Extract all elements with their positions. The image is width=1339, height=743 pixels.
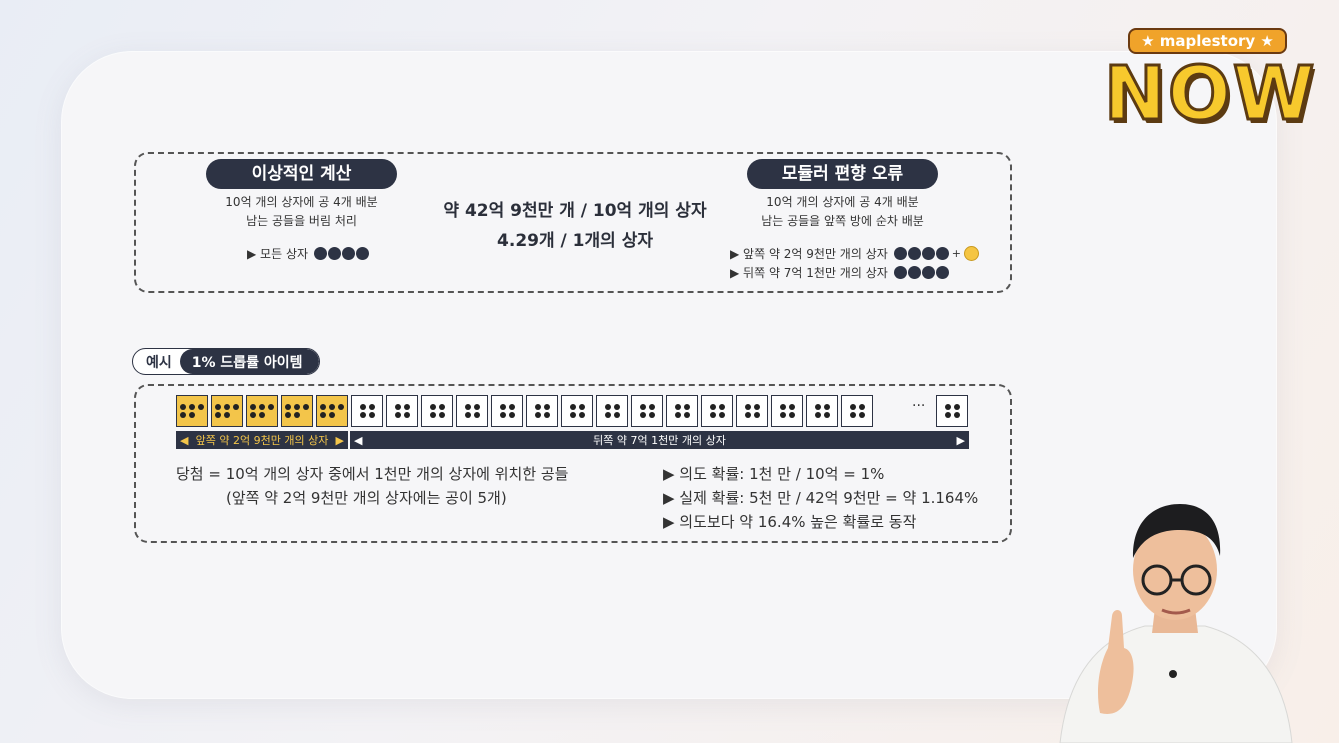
comparison-box [134,152,1012,293]
arrow-right-icon: ▶ [335,433,344,447]
ideal-item-label: ▶ 모든 상자 [247,247,309,261]
box-four-balls [666,395,698,427]
logo-title: NOW [1103,51,1317,137]
box-five-balls [246,395,278,427]
box-four-balls [936,395,968,427]
five-balls-icon: + [893,246,980,261]
box-four-balls [561,395,593,427]
front-range-label: 앞쪽 약 2억 9천만 개의 상자 [195,434,329,447]
front-range-bar: ◀ 앞쪽 약 2억 9천만 개의 상자 ▶ [176,431,348,449]
example-tag: 예시 1% 드롭률 아이템 [132,348,320,375]
modulo-item-back: ▶ 뒤쪽 약 7억 1천만 개의 상자 [730,264,949,281]
box-four-balls [526,395,558,427]
ideal-line1: 10억 개의 상자에 공 4개 배분 [225,195,378,209]
box-five-balls [176,395,208,427]
box-four-balls [631,395,663,427]
modulo-item-front-label: ▶ 앞쪽 약 2억 9천만 개의 상자 [730,247,888,261]
modulo-line1: 10억 개의 상자에 공 4개 배분 [766,195,919,209]
logo-caption: ★ maplestory ★ [1128,28,1287,54]
modulo-item-back-label: ▶ 뒤쪽 약 7억 1천만 개의 상자 [730,266,888,280]
center-line1: 약 42억 9천만 개 / 10억 개의 상자 [443,201,707,221]
box-five-balls [316,395,348,427]
maplestory-now-logo: ★ maplestory ★ NOW [1103,26,1317,137]
box-four-balls [701,395,733,427]
four-balls-icon [893,266,949,279]
plus-sign: + [951,247,962,260]
arrow-right-icon: ▶ [956,433,965,447]
box-four-balls [806,395,838,427]
arrow-left-icon: ◀ [180,433,189,447]
example-box [134,384,1012,543]
box-four-balls [456,395,488,427]
example-tag-label: 예시 [146,354,172,371]
ideal-line2: 남는 공들을 버림 처리 [246,214,357,228]
stat-intended: ▶ 의도 확률: 1천 만 / 10억 = 1% [663,465,885,483]
box-four-balls [736,395,768,427]
modulo-item-front: ▶ 앞쪽 약 2억 9천만 개의 상자 + [730,245,980,262]
modulo-line2: 남는 공들을 앞쪽 방에 순차 배분 [761,214,924,228]
modulo-title: 모듈러 편향 오류 [747,159,938,189]
ideal-title: 이상적인 계산 [206,159,397,189]
box-five-balls [211,395,243,427]
box-four-balls [841,395,873,427]
stat-difference: ▶ 의도보다 약 16.4% 높은 확률로 동작 [663,513,917,531]
box-four-balls [596,395,628,427]
box-five-balls [281,395,313,427]
example-tag-title: 1% 드롭률 아이템 [179,349,319,374]
win-line2: (앞쪽 약 2억 9천만 개의 상자에는 공이 5개) [226,489,507,507]
box-four-balls [421,395,453,427]
box-four-balls [491,395,523,427]
presenter-image [1059,504,1293,743]
box-four-balls [771,395,803,427]
four-balls-icon [314,247,370,260]
arrow-left-icon: ◀ [354,433,363,447]
stat-actual: ▶ 실제 확률: 5천 만 / 42억 9천만 = 약 1.164% [663,489,979,507]
ideal-item: ▶ 모든 상자 [247,245,370,262]
win-line1: 당첨 = 10억 개의 상자 중에서 1천만 개의 상자에 위치한 공들 [176,465,569,483]
center-line2: 4.29개 / 1개의 상자 [497,231,653,251]
back-range-label: 뒤쪽 약 7억 1천만 개의 상자 [593,434,726,447]
ellipsis: ··· [912,398,926,414]
back-range-bar: ◀ 뒤쪽 약 7억 1천만 개의 상자 ▶ [350,431,969,449]
box-four-balls [386,395,418,427]
box-four-balls [351,395,383,427]
